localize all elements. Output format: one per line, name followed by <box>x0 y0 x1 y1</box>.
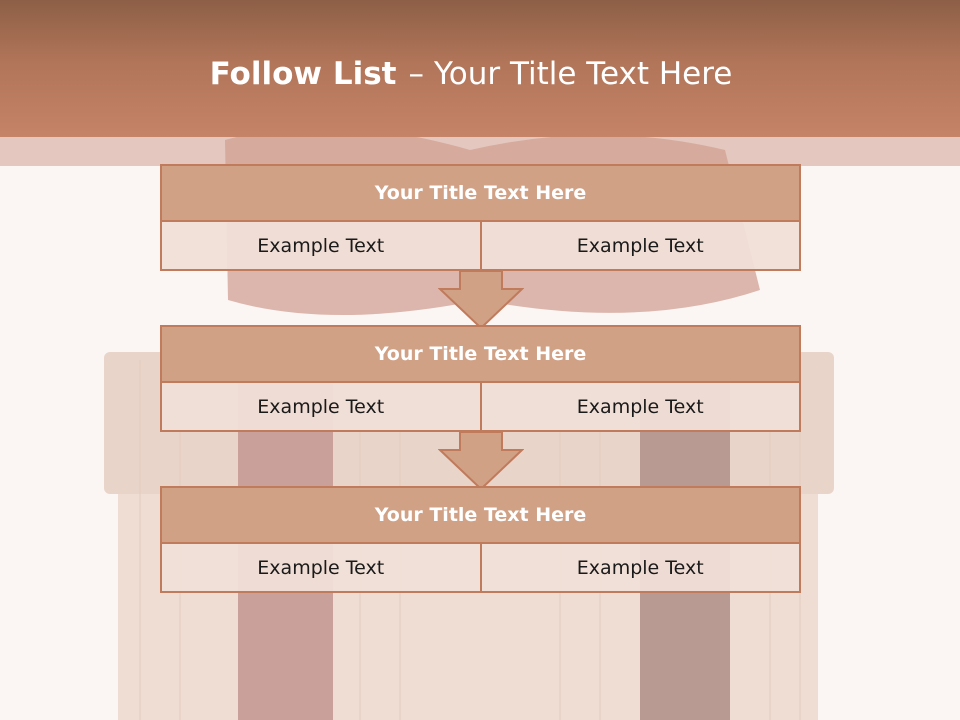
header-band <box>0 137 960 166</box>
list-block-1: Your Title Text Here Example Text Exampl… <box>160 164 801 271</box>
block-title: Your Title Text Here <box>162 166 799 222</box>
title-rest: Your Title Text Here <box>433 56 733 92</box>
block-left-cell: Example Text <box>162 222 480 269</box>
block-right-cell: Example Text <box>479 544 799 591</box>
block-title: Your Title Text Here <box>162 488 799 544</box>
slide-title: Follow List–Your Title Text Here <box>0 56 942 92</box>
block-right-cell: Example Text <box>479 383 799 430</box>
list-block-3: Your Title Text Here Example Text Exampl… <box>160 486 801 593</box>
block-left-cell: Example Text <box>162 544 480 591</box>
block-left-cell: Example Text <box>162 383 480 430</box>
block-row: Example Text Example Text <box>162 544 799 591</box>
title-separator: – <box>408 56 424 92</box>
block-row: Example Text Example Text <box>162 222 799 269</box>
header-bar <box>0 0 960 137</box>
title-bold: Follow List <box>209 56 397 92</box>
down-arrow-icon <box>438 431 524 491</box>
block-right-cell: Example Text <box>479 222 799 269</box>
down-arrow-icon <box>438 270 524 330</box>
list-block-2: Your Title Text Here Example Text Exampl… <box>160 325 801 432</box>
block-row: Example Text Example Text <box>162 383 799 430</box>
block-title: Your Title Text Here <box>162 327 799 383</box>
